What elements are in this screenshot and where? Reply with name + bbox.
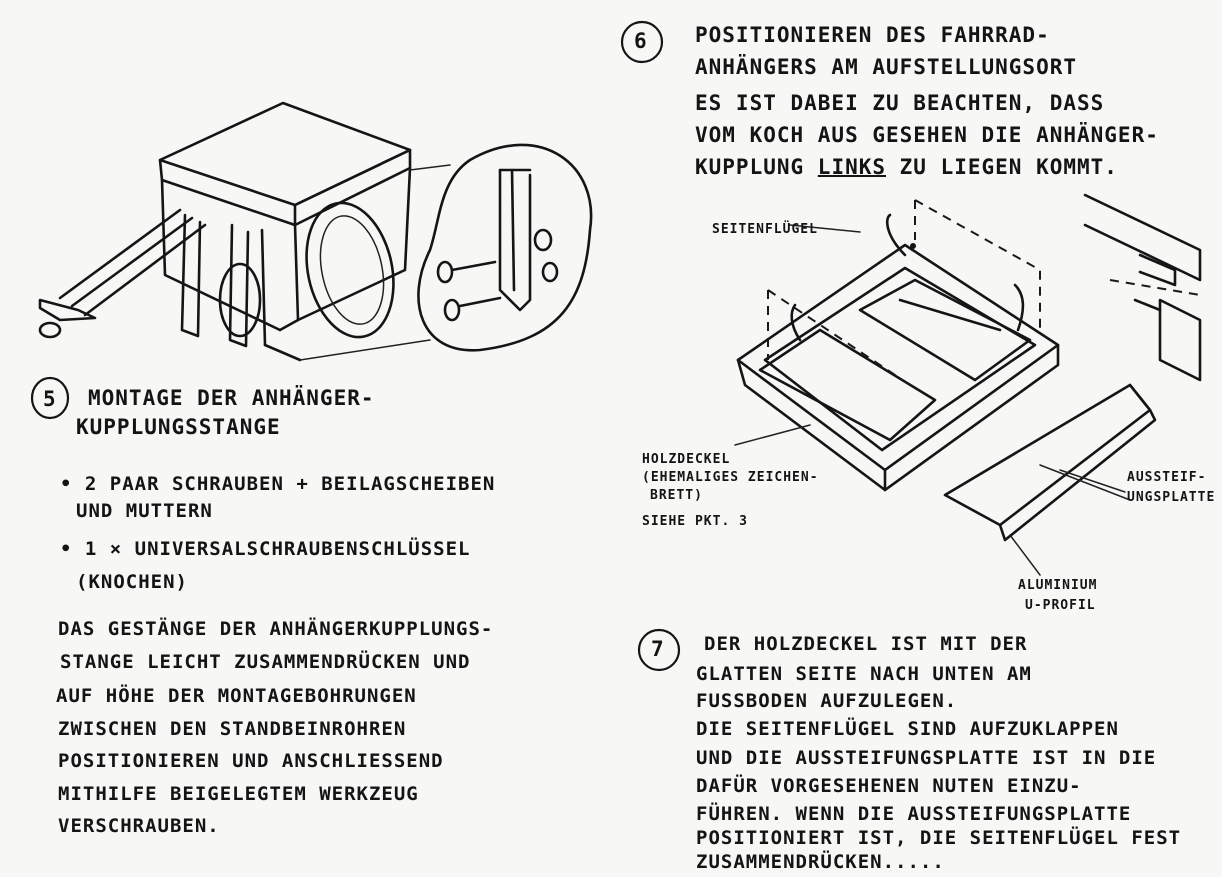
step5-body-line1: DAS GESTÄNGE DER ANHÄNGERKUPPLUNGS-: [58, 618, 494, 640]
step5-bullet2-line2: (KNOCHEN): [76, 571, 188, 593]
step6-line5-pre: KUPPLUNG: [695, 155, 818, 179]
step6-line4: VOM KOCH AUS GESEHEN DIE ANHÄNGER-: [695, 123, 1159, 147]
step5-title-line1: MONTAGE DER ANHÄNGER-: [88, 386, 375, 410]
step6-line5: KUPPLUNG LINKS ZU LIEGEN KOMMT.: [695, 154, 1118, 180]
step6-number: 6: [634, 29, 648, 53]
step5-body-line4: ZWISCHEN DEN STANDBEINROHREN: [58, 718, 407, 740]
u-profile-detail-sketch: [1083, 193, 1202, 382]
step5-body-line6: MITHILFE BEIGELEGTEM WERKZEUG: [58, 783, 419, 805]
label-holzdeckel-line4: SIEHE PKT. 3: [642, 514, 748, 529]
step7-line2: GLATTEN SEITE NACH UNTEN AM: [696, 663, 1032, 685]
step6-line5-underlined: LINKS: [817, 155, 887, 179]
step5-body-line5: POSITIONIEREN UND ANSCHLIESSEND: [58, 750, 444, 772]
label-seitenfluegel: SEITENFLÜGEL: [712, 222, 818, 237]
step7-line5: UND DIE AUSSTEIFUNGSPLATTE IST IN DIE: [696, 747, 1157, 769]
step5-number-circle: [30, 376, 70, 420]
step7-line8: POSITIONIERT IST, DIE SEITENFLÜGEL FEST: [696, 827, 1182, 849]
step7-line1: DER HOLZDECKEL IST MIT DER: [704, 633, 1028, 655]
step6-line1: POSITIONIEREN DES FAHRRAD-: [695, 23, 1050, 47]
step5-body-line2: STANGE LEICHT ZUSAMMENDRÜCKEN UND: [60, 651, 471, 673]
step5-number: 5: [43, 387, 57, 411]
step6-line3: ES IST DABEI ZU BEACHTEN, DASS: [695, 91, 1105, 115]
step5-bullet2-line1: • 1 × UNIVERSALSCHRAUBENSCHLÜSSEL: [60, 538, 471, 560]
step7-line9: ZUSAMMENDRÜCKEN.....: [696, 851, 945, 873]
wooden-lid-sketch: [736, 199, 1060, 492]
step6-line5-post: ZU LIEGEN KOMMT.: [886, 155, 1118, 179]
stiffening-plate-sketch: [943, 383, 1157, 576]
label-holzdeckel-line2: (EHEMALIGES ZEICHEN-: [642, 470, 819, 485]
step5-bullet1-line2: UND MUTTERN: [76, 500, 213, 522]
label-aussteifung-line1: AUSSTEIF-: [1127, 470, 1207, 485]
label-aluminium-line2: U-PROFIL: [1025, 598, 1096, 613]
holzdeckel-leader: [734, 424, 811, 446]
step5-title-line2: KUPPLUNGSSTANGE: [76, 415, 281, 439]
seitenfluegel-leader: [789, 224, 861, 233]
step7-number-circle: [637, 628, 681, 672]
label-holzdeckel-line1: HOLZDECKEL: [642, 452, 731, 467]
label-aussteifung-line2: UNGSPLATTE: [1127, 490, 1216, 505]
trailer-sketch: [38, 101, 412, 362]
step6-number-circle: [620, 20, 664, 64]
label-holzdeckel-line3: BRETT): [650, 488, 703, 503]
step5-body-line7: VERSCHRAUBEN.: [58, 815, 220, 837]
step7-number: 7: [651, 637, 665, 661]
label-aluminium-line1: ALUMINIUM: [1018, 578, 1098, 593]
step6-line2: ANHÄNGERS AM AUFSTELLUNGSORT: [695, 55, 1078, 79]
step7-line3: FUSSBODEN AUFZULEGEN.: [696, 690, 958, 712]
step5-bullet1-line1: • 2 PAAR SCHRAUBEN + BEILAGSCHEIBEN: [60, 473, 496, 495]
step5-body-line3: AUF HÖHE DER MONTAGEBOHRUNGEN: [56, 685, 417, 707]
step7-line7: FÜHREN. WENN DIE AUSSTEIFUNGSPLATTE: [696, 803, 1132, 825]
hitch-detail-bubble: [299, 143, 593, 361]
step7-line4: DIE SEITENFLÜGEL SIND AUFZUKLAPPEN: [696, 718, 1119, 740]
aussteifung-leader: [1059, 469, 1126, 493]
step7-line6: DAFÜR VORGESEHENEN NUTEN EINZU-: [696, 775, 1082, 797]
